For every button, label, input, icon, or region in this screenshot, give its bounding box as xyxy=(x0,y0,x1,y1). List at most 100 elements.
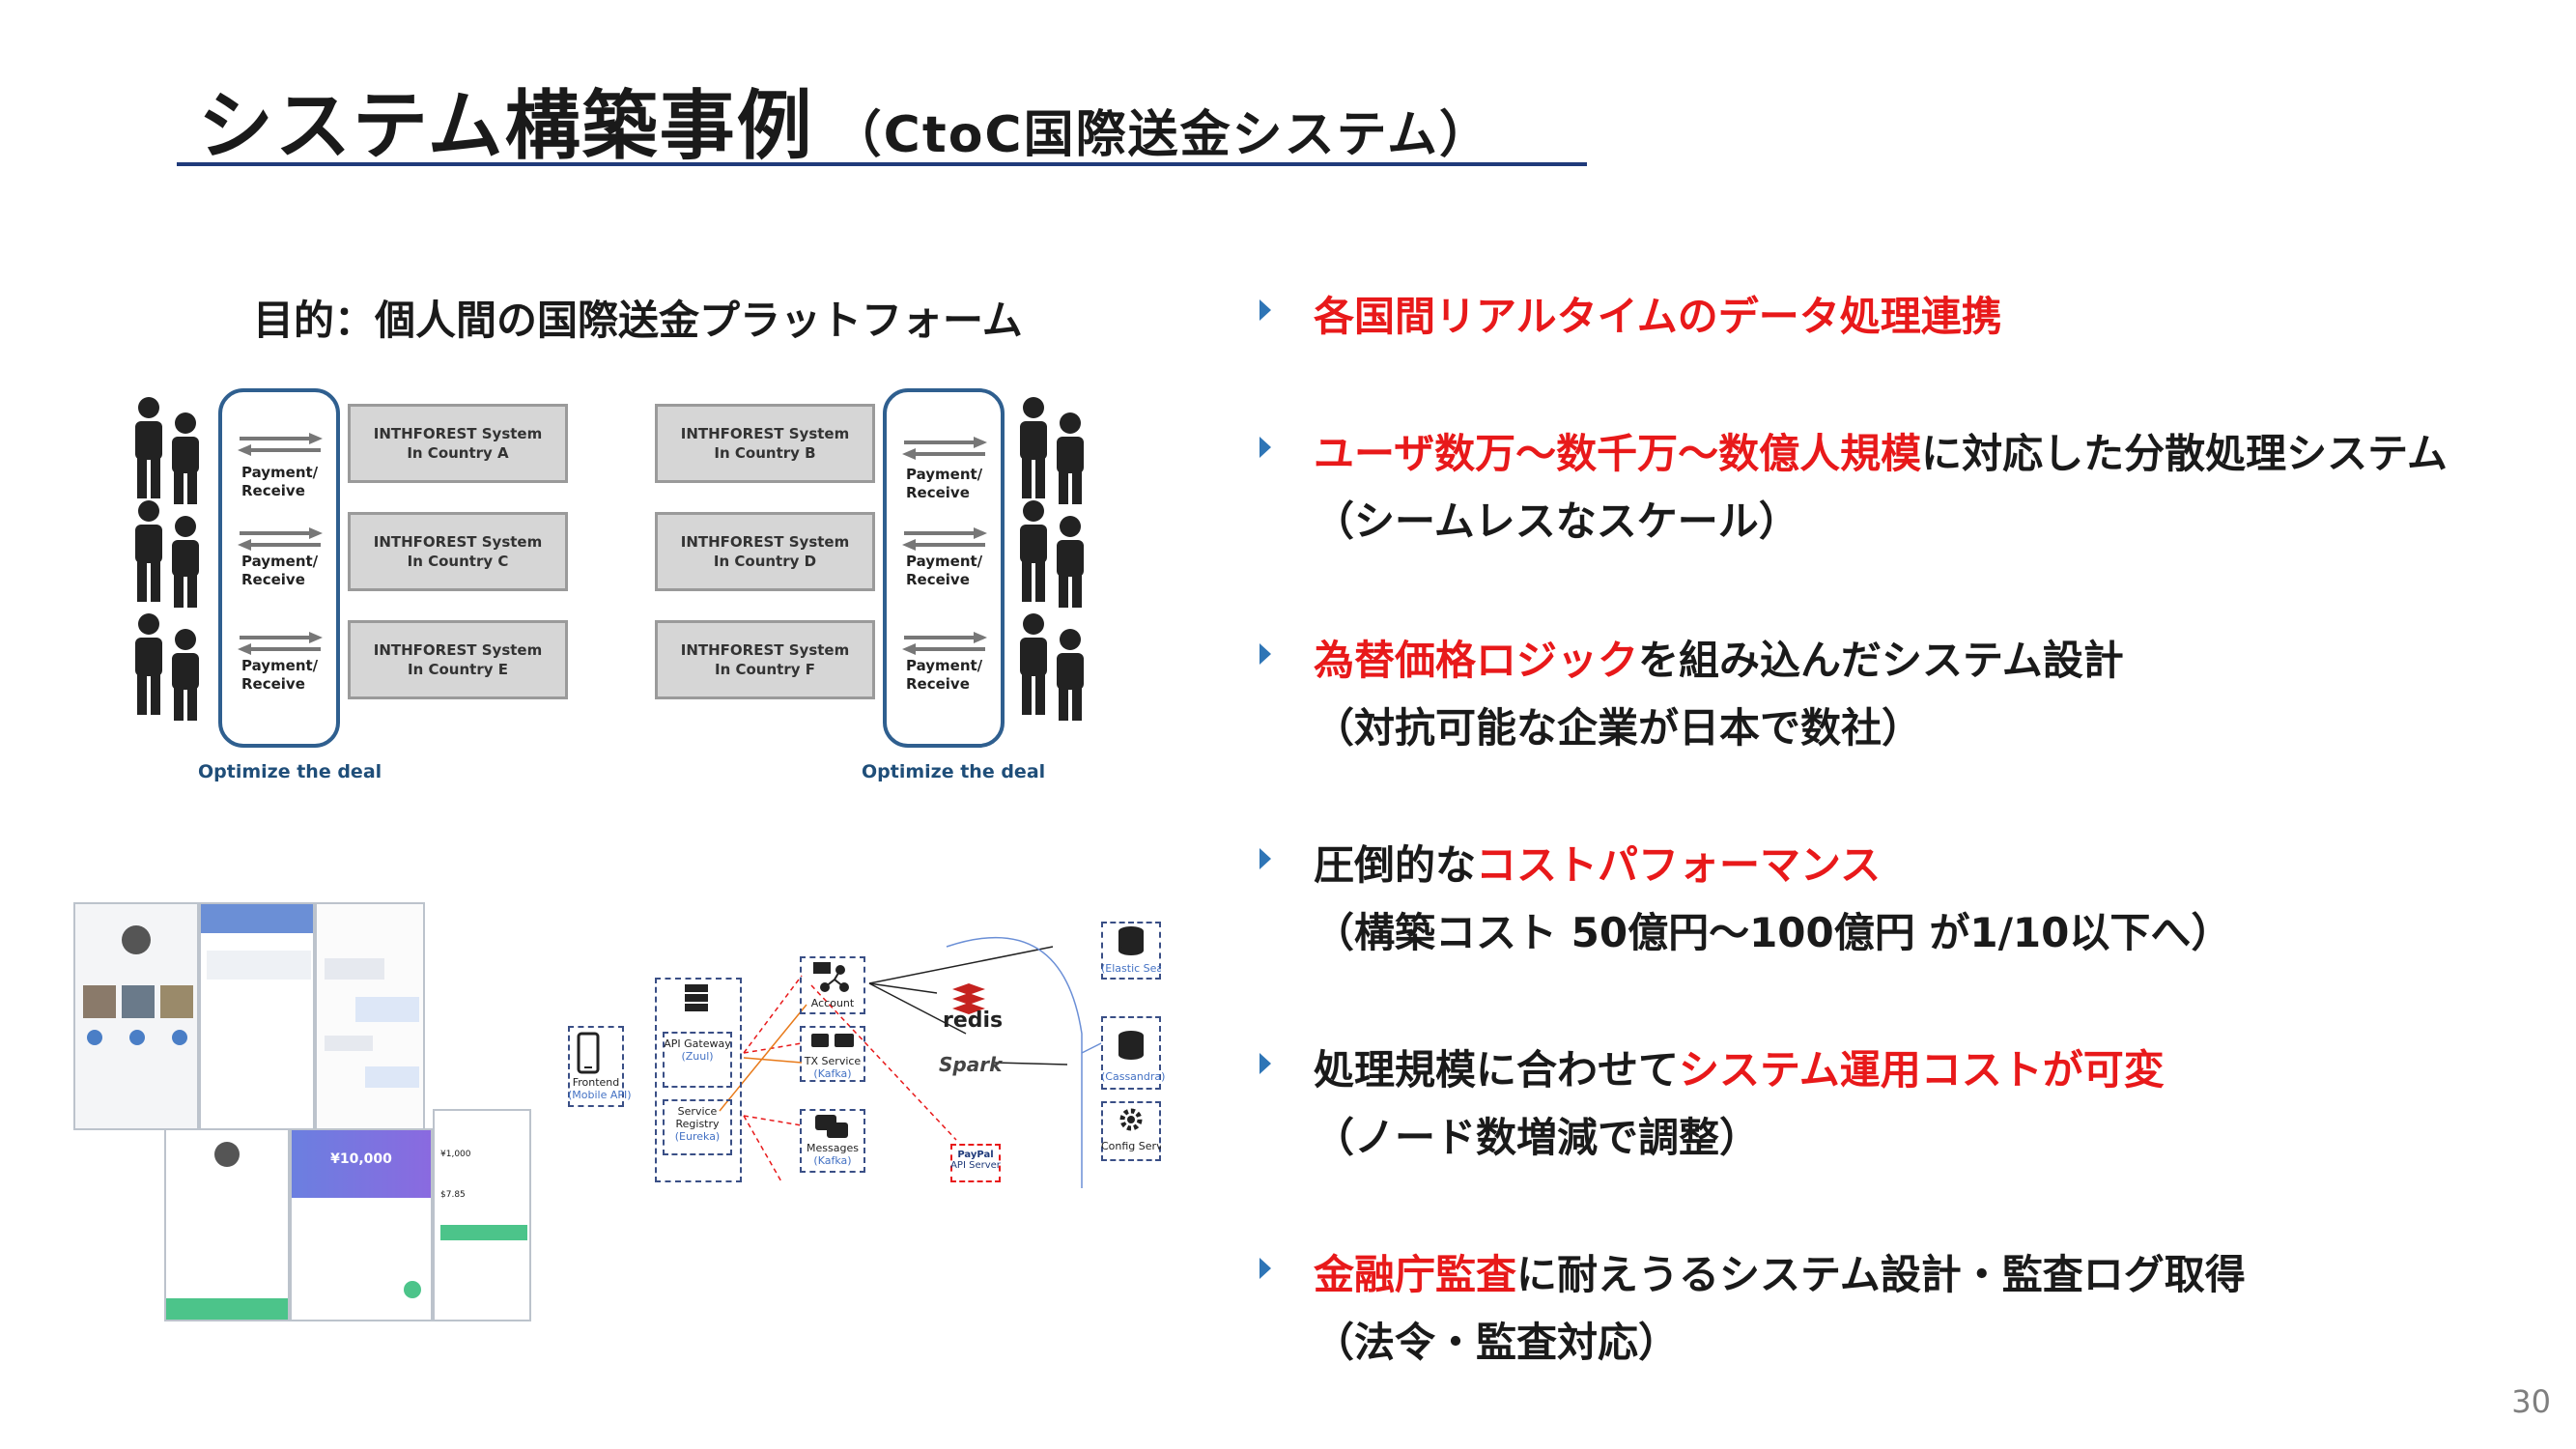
optimize-label-left: Optimize the deal xyxy=(198,761,382,782)
wallet-amount: ¥10,000 xyxy=(330,1151,392,1167)
payment-receive-label: Payment/Receive xyxy=(906,657,983,693)
account-service-box xyxy=(800,956,865,1014)
server-icon xyxy=(685,984,708,1011)
messages-box xyxy=(800,1109,865,1173)
add-icon[interactable] xyxy=(404,1281,421,1298)
api-gateway-label: API Gateway(Zuul) xyxy=(664,1037,731,1063)
frontend-label: Frontend(Mobile API) xyxy=(568,1076,632,1101)
bullet-6-note: （法令・監査対応） xyxy=(1314,1319,1680,1366)
avatar xyxy=(214,1142,240,1167)
service-registry-label: Service Registry(Eureka) xyxy=(674,1105,721,1143)
page-number: 30 xyxy=(2511,1383,2551,1420)
search-result-item xyxy=(207,951,311,980)
api-gateway-box xyxy=(663,1032,732,1088)
database-icon xyxy=(1118,1031,1144,1060)
page-title: システム構築事例 （CtoC国際送金システム） xyxy=(198,66,1491,174)
network-icon xyxy=(813,962,849,992)
payment-receive-label: Payment/Receive xyxy=(241,657,319,693)
bullet-icon xyxy=(1260,299,1271,321)
redis-label: redis xyxy=(943,1009,1004,1033)
payment-receive-label: Payment/Receive xyxy=(241,464,319,499)
paypal-box xyxy=(950,1144,1001,1182)
frontend-box xyxy=(568,1026,624,1107)
account-screen xyxy=(164,1128,290,1321)
action-icon xyxy=(129,1030,145,1045)
bullet-icon xyxy=(1260,437,1271,458)
exchange-arrows-icon xyxy=(902,437,987,460)
payment-receive-label: Payment/Receive xyxy=(241,553,319,588)
wallet-screen: ¥10,000 xyxy=(290,1128,433,1321)
purpose-heading: 目的：個人間の国際送金プラットフォーム xyxy=(253,297,1023,344)
action-icon xyxy=(87,1030,102,1045)
gear-icon xyxy=(1119,1108,1143,1131)
photo-thumbnail xyxy=(160,985,193,1018)
payment-receive-label: Payment/Receive xyxy=(906,553,983,588)
architecture-connectors xyxy=(719,936,1102,1188)
bullet-5: 処理規模に合わせてシステム運用コストが可変 xyxy=(1314,1046,2165,1094)
exchange-arrows-icon xyxy=(238,632,323,655)
send-money-button[interactable] xyxy=(166,1298,288,1320)
people-icon xyxy=(135,613,199,721)
people-icon xyxy=(135,397,199,504)
bullet-3-note: （対抗可能な企業が日本で数社） xyxy=(1314,704,1923,752)
wallet-header xyxy=(292,1130,431,1198)
messages-label: Messages(Kafka) xyxy=(807,1142,859,1167)
optimize-frame-left xyxy=(218,388,340,748)
mobile-phone-icon xyxy=(577,1032,600,1074)
bullet-icon xyxy=(1260,1053,1271,1074)
bullet-4: 圧倒的なコストパフォーマンス xyxy=(1314,841,1882,889)
profile-screen xyxy=(73,902,199,1130)
exchange-arrows-icon xyxy=(902,527,987,551)
exchange-arrows-icon xyxy=(238,433,323,456)
service-registry-box xyxy=(663,1099,732,1155)
transfer-amount: ¥1,000 xyxy=(440,1150,471,1159)
send-button[interactable] xyxy=(440,1225,527,1240)
chat-bubble xyxy=(365,1066,419,1088)
bullet-5-note: （ノード数増減で調整） xyxy=(1314,1114,1761,1161)
photo-thumbnail xyxy=(83,985,116,1018)
people-icon xyxy=(1020,500,1084,608)
chat-bubble xyxy=(355,997,419,1022)
payment-receive-label: Payment/Receive xyxy=(906,466,983,501)
transfer-screen: ¥1,000 $7.85 xyxy=(433,1109,531,1321)
bullet-6: 金融庁監査に耐えうるシステム設計・監査ログ取得 xyxy=(1314,1251,2246,1298)
photo-thumbnail xyxy=(122,985,155,1018)
spark-label: Spark xyxy=(939,1053,1003,1076)
bullet-3: 為替価格ロジックを組み込んだシステム設計 xyxy=(1314,637,2124,684)
title-sub: （CtoC国際送金システム） xyxy=(831,106,1492,164)
transfer-icon xyxy=(811,1034,854,1047)
config-box xyxy=(1101,1101,1161,1161)
search-screen xyxy=(199,902,315,1130)
title-main: システム構築事例 xyxy=(198,83,814,170)
chat-bubble xyxy=(325,1036,373,1051)
bullet-icon xyxy=(1260,643,1271,665)
chat-screen xyxy=(315,902,425,1130)
bullet-2: ユーザ数万〜数千万〜数億人規模に対応した分散処理システム xyxy=(1314,430,2448,477)
gateway-registry-group xyxy=(655,978,742,1182)
people-icon xyxy=(1020,613,1084,721)
search-header xyxy=(201,904,313,933)
chat-icon xyxy=(815,1115,848,1138)
optimize-frame-right xyxy=(883,388,1005,748)
exchange-arrows-icon xyxy=(902,632,987,655)
cassandra-box xyxy=(1101,1016,1161,1090)
cassandra-label: (Cassandra) xyxy=(1101,1070,1166,1083)
converted-amount: $7.85 xyxy=(440,1190,466,1200)
exchange-arrows-icon xyxy=(238,527,323,551)
database-icon xyxy=(1118,926,1144,955)
bullet-icon xyxy=(1260,848,1271,869)
tx-service-label: TX Service(Kafka) xyxy=(804,1055,862,1080)
bullet-2-note: （シームレスなスケール） xyxy=(1314,497,1799,545)
action-icon xyxy=(172,1030,187,1045)
redis-icon xyxy=(952,983,985,1014)
people-icon xyxy=(1020,397,1084,504)
title-underline xyxy=(177,162,1587,166)
people-icon xyxy=(135,500,199,608)
